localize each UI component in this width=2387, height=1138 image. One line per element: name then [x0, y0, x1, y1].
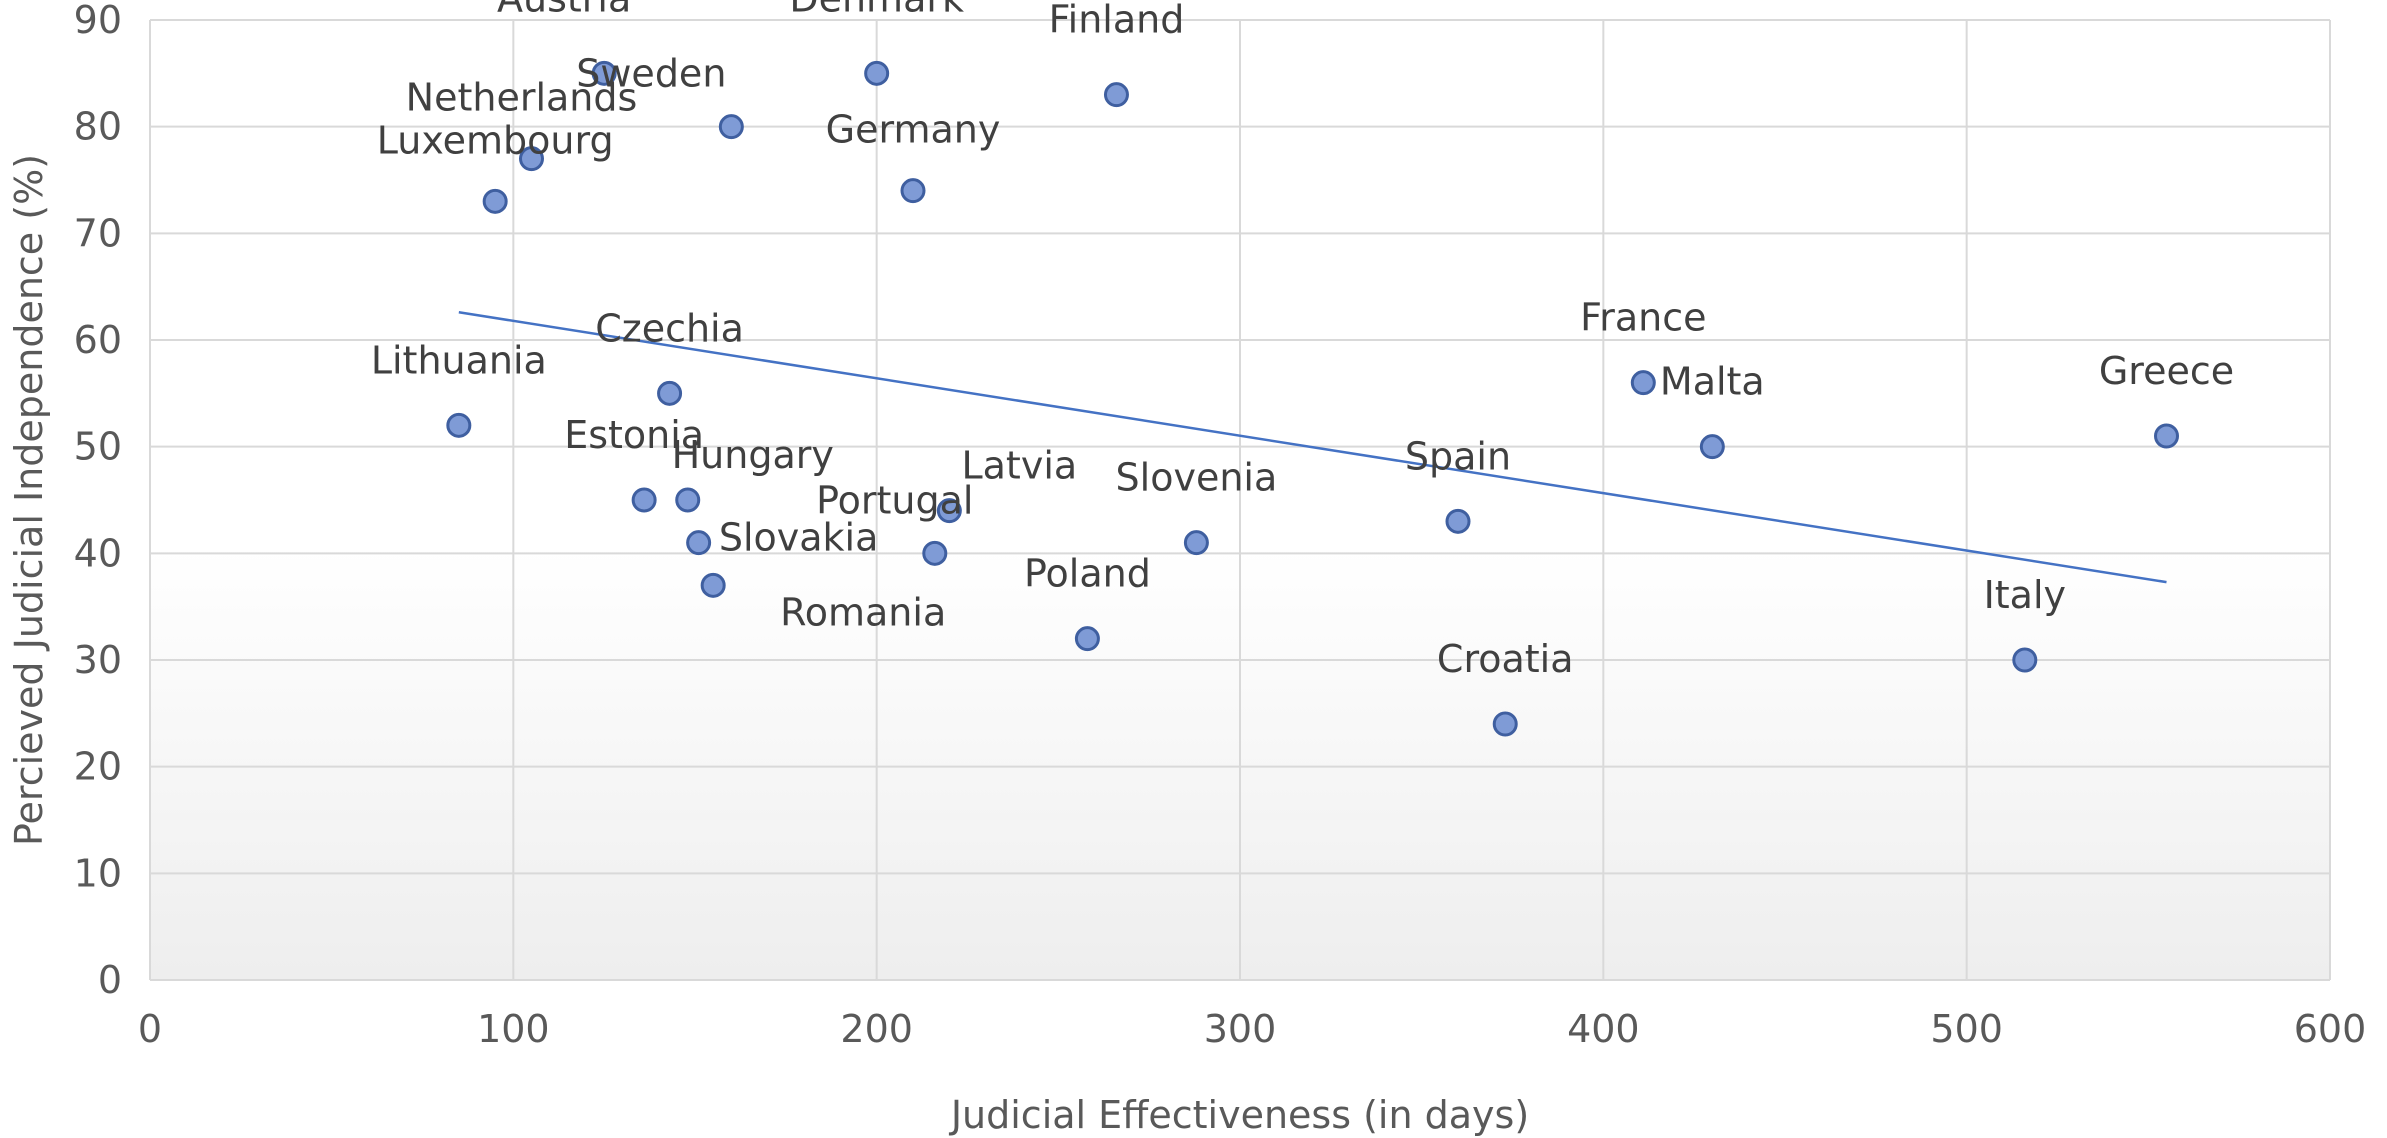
point-label: Lithuania: [371, 338, 547, 382]
data-point: [482, 188, 508, 214]
point-label: Sweden: [576, 52, 726, 96]
data-point: [1492, 711, 1518, 737]
data-point: [936, 498, 962, 524]
data-point: [900, 178, 926, 204]
point-label: Finland: [1049, 0, 1185, 42]
data-point: [700, 572, 726, 598]
x-tick-label: 400: [1567, 1007, 1640, 1051]
data-point: [1445, 508, 1471, 534]
point-label: Spain: [1405, 434, 1511, 478]
point-label: Croatia: [1437, 637, 1574, 681]
x-axis-ticks: 0 100 200 300 400 500 600: [138, 1007, 2366, 1051]
data-points: [446, 60, 2179, 737]
point-label: Slovakia: [719, 516, 879, 560]
y-tick-label: 10: [74, 851, 122, 895]
y-tick-label: 70: [74, 211, 122, 255]
y-tick-label: 80: [74, 105, 122, 149]
y-axis-ticks: 0 10 20 30 40 50 60 70 80 90: [74, 0, 122, 1002]
data-point: [1103, 82, 1129, 108]
point-label: Slovenia: [1116, 456, 1278, 500]
point-label: Poland: [1024, 552, 1151, 596]
gridlines: [149, 19, 2331, 981]
data-point: [2012, 647, 2038, 673]
y-axis-title: Percieved Judicial Independence (%): [7, 154, 51, 846]
point-label: Czechia: [595, 306, 744, 350]
x-tick-label: 300: [1204, 1007, 1277, 1051]
point-labels: Austria Denmark FinlandSwedenNetherlandsLu…: [371, 0, 2234, 681]
data-point: [2154, 423, 2179, 449]
y-tick-label: 30: [74, 638, 122, 682]
data-point: [1630, 370, 1656, 396]
y-tick-label: 90: [74, 0, 122, 42]
y-tick-label: 50: [74, 425, 122, 469]
x-tick-label: 100: [477, 1007, 550, 1051]
data-point: [519, 146, 544, 172]
point-label: Denmark: [789, 0, 964, 20]
data-point: [1699, 434, 1725, 460]
data-point: [922, 540, 948, 566]
point-label: Austria: [497, 0, 631, 20]
data-point: [657, 380, 683, 406]
x-tick-label: 200: [840, 1007, 913, 1051]
data-point: [686, 530, 712, 556]
point-label: Malta: [1660, 360, 1765, 404]
point-label: Romania: [780, 590, 946, 634]
y-tick-label: 0: [98, 958, 122, 1002]
x-tick-label: 500: [1930, 1007, 2003, 1051]
point-label: Greece: [2099, 349, 2234, 393]
y-tick-label: 60: [74, 318, 122, 362]
point-label: Luxembourg: [377, 118, 614, 162]
point-label: Italy: [1984, 573, 2066, 617]
x-tick-label: 0: [138, 1007, 162, 1051]
data-point: [864, 60, 890, 86]
point-label: Hungary: [672, 433, 834, 477]
x-axis-title: Judicial Effectiveness (in days): [949, 1093, 1529, 1137]
point-label: Estonia: [564, 413, 704, 457]
data-point: [446, 412, 472, 438]
trendline-layer: [458, 311, 2167, 584]
point-label: France: [1580, 296, 1706, 340]
data-point: [1183, 530, 1209, 556]
point-label: Latvia: [961, 444, 1077, 488]
y-tick-label: 20: [74, 745, 122, 789]
x-tick-label: 600: [2294, 1007, 2367, 1051]
data-point: [1074, 626, 1100, 652]
point-label: Netherlands: [406, 76, 638, 120]
data-point: [591, 60, 617, 86]
data-point: [675, 487, 701, 513]
y-tick-label: 40: [74, 531, 122, 575]
point-label: Germany: [826, 108, 1001, 152]
point-label: Portugal: [816, 478, 973, 522]
data-point: [718, 114, 744, 140]
data-point: [631, 487, 657, 513]
trendline: [458, 311, 2167, 584]
